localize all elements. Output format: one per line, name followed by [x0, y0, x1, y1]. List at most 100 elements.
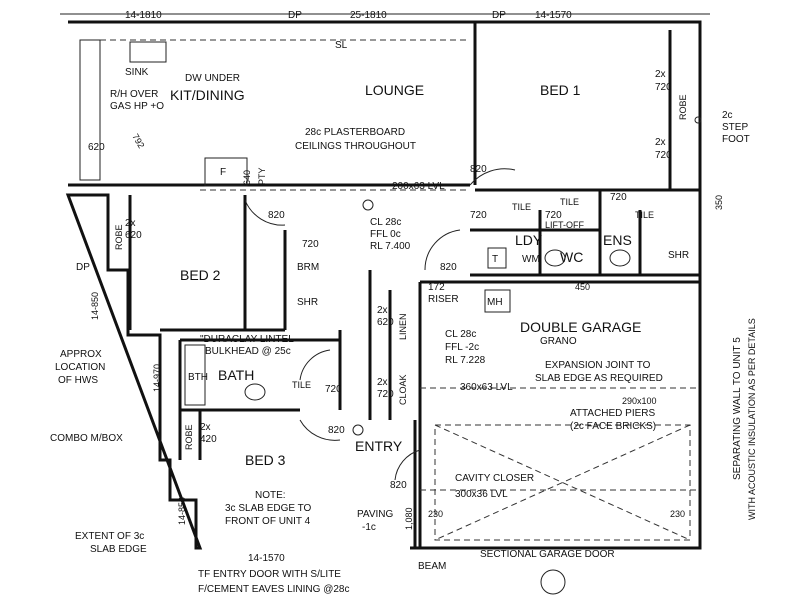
sink [129, 41, 167, 63]
label-piers-2: (2c FACE BRICKS) [570, 421, 656, 432]
dim-230-right: 230 [670, 509, 685, 519]
dim-720-ldy: 720 [470, 210, 487, 221]
label-note-1: NOTE: [255, 490, 286, 501]
label-ffl2: FFL -2c [445, 342, 479, 353]
north-point-icon [540, 569, 566, 595]
dim-820-hall: 820 [440, 262, 457, 273]
label-pty: PTY [257, 167, 267, 185]
room-bath: BATH [218, 367, 254, 383]
door-swings [244, 168, 516, 481]
dim-450: 450 [575, 282, 590, 292]
dim-linen-620: 620 [377, 317, 394, 328]
dim-820-bed2: 820 [268, 210, 285, 221]
label-cl28: CL 28c [370, 217, 401, 228]
label-step-1: 2c [722, 110, 733, 121]
dim-top-dp-2: DP [492, 10, 506, 21]
label-step-3: FOOT [722, 134, 750, 145]
dim-robe1-2x-a: 2x [655, 69, 666, 80]
label-duraclay-1: "DURACLAY LINTEL [200, 334, 294, 345]
dim-robe1-720-b: 720 [655, 150, 672, 161]
label-shr-bed2: SHR [297, 297, 318, 308]
dim-robe3-2x: 2x [200, 422, 211, 433]
room-wc: WC [560, 249, 583, 265]
label-riser: RISER [428, 294, 459, 305]
label-beam: BEAM [418, 561, 446, 572]
label-ceilings: CEILINGS THROUGHOUT [295, 141, 416, 152]
label-approx-1: APPROX [60, 349, 102, 360]
label-approx-2: LOCATION [55, 362, 105, 373]
room-entry: ENTRY [355, 438, 403, 454]
label-paving-lvl: -1c [362, 522, 376, 533]
label-brm: BRM [297, 262, 319, 273]
external-wall [65, 20, 702, 550]
dim-230-left: 230 [428, 509, 443, 519]
label-liftoff: LIFT-OFF [545, 220, 584, 230]
dim-cloak-720: 720 [377, 389, 394, 400]
label-extent-1: EXTENT OF 3c [75, 531, 144, 542]
label-paving: PAVING [357, 509, 394, 520]
dim-720-ens: 720 [610, 192, 627, 203]
label-ffl0: FFL 0c [370, 229, 401, 240]
label-wm: WM [522, 254, 540, 265]
dim-side-3: 14-850 [177, 497, 187, 525]
label-tile-bath: TILE [292, 380, 311, 390]
label-f: F [220, 167, 226, 178]
label-sink: SINK [125, 67, 149, 78]
label-lvl-300: 300x36 LVL [455, 489, 508, 500]
dim-172: 172 [428, 282, 445, 293]
label-tile-ldy: TILE [512, 202, 531, 212]
label-dw-under: DW UNDER [185, 73, 240, 84]
label-approx-3: OF HWS [58, 375, 98, 386]
dim-720-bath: 720 [325, 384, 342, 395]
label-expansion-2: SLAB EDGE AS REQUIRED [535, 373, 663, 384]
label-piers-size: 290x100 [622, 396, 657, 406]
label-linen: LINEN [398, 313, 408, 340]
label-sl: SL [335, 40, 348, 51]
dim-cloak-2x: 2x [377, 377, 388, 388]
dim-720-wc: 720 [545, 210, 562, 221]
garage-door-sweep [434, 424, 691, 541]
dim-top-dp-1: DP [288, 10, 302, 21]
label-shr-ens: SHR [668, 250, 689, 261]
label-lvl-200: 200x63 LVL [392, 181, 445, 192]
room-double-garage: DOUBLE GARAGE [520, 319, 641, 335]
label-mh: MH [487, 297, 503, 308]
label-rl7400: RL 7.400 [370, 241, 411, 252]
dim-side-2: 14-970 [152, 364, 162, 392]
dim-720-brm: 720 [302, 239, 319, 250]
dim-top-3: 14-1570 [535, 10, 572, 21]
label-robe-bed1: ROBE [678, 94, 688, 120]
dim-820-lounge: 820 [470, 164, 487, 175]
label-sectional-door: SECTIONAL GARAGE DOOR [480, 549, 615, 560]
label-lvl-360: 360x63 LVL [460, 382, 513, 393]
pantry-fridge [204, 157, 248, 187]
label-cloak: CLOAK [398, 374, 408, 405]
label-extent-2: SLAB EDGE [90, 544, 147, 555]
room-lounge: LOUNGE [365, 82, 424, 98]
dim-top-2: 25-1810 [350, 10, 387, 21]
room-ens: ENS [603, 232, 632, 248]
label-rl7228: RL 7.228 [445, 355, 486, 366]
label-tf-entry: TF ENTRY DOOR WITH S/LITE [198, 569, 341, 580]
room-kit-dining: KIT/DINING [170, 87, 245, 103]
dim-robe-2x: 2x [125, 218, 136, 229]
label-acoustic: WITH ACOUSTIC INSULATION AS PER DETAILS [747, 318, 757, 520]
room-ldy: LDY [515, 232, 543, 248]
label-gas-hp: GAS HP +O [110, 101, 164, 112]
label-step-2: STEP [722, 122, 748, 133]
dim-bottom: 14-1570 [248, 553, 285, 564]
dim-linen-2x: 2x [377, 305, 388, 316]
label-t: T [492, 254, 498, 265]
label-bth: BTH [188, 372, 208, 383]
dim-robe1-2x-b: 2x [655, 137, 666, 148]
label-piers-1: ATTACHED PIERS [570, 408, 656, 419]
label-separating-wall: SEPARATING WALL TO UNIT 5 [732, 337, 743, 480]
label-combo-mbox: COMBO M/BOX [50, 433, 123, 444]
label-robe-bed3: ROBE [184, 424, 194, 450]
label-plasterboard: 28c PLASTERBOARD [305, 127, 405, 138]
dim-robe3-420: 420 [200, 434, 217, 445]
label-grano: GRANO [540, 336, 577, 347]
dim-1080: 1,080 [404, 507, 414, 530]
dim-robe1-720-a: 720 [655, 82, 672, 93]
